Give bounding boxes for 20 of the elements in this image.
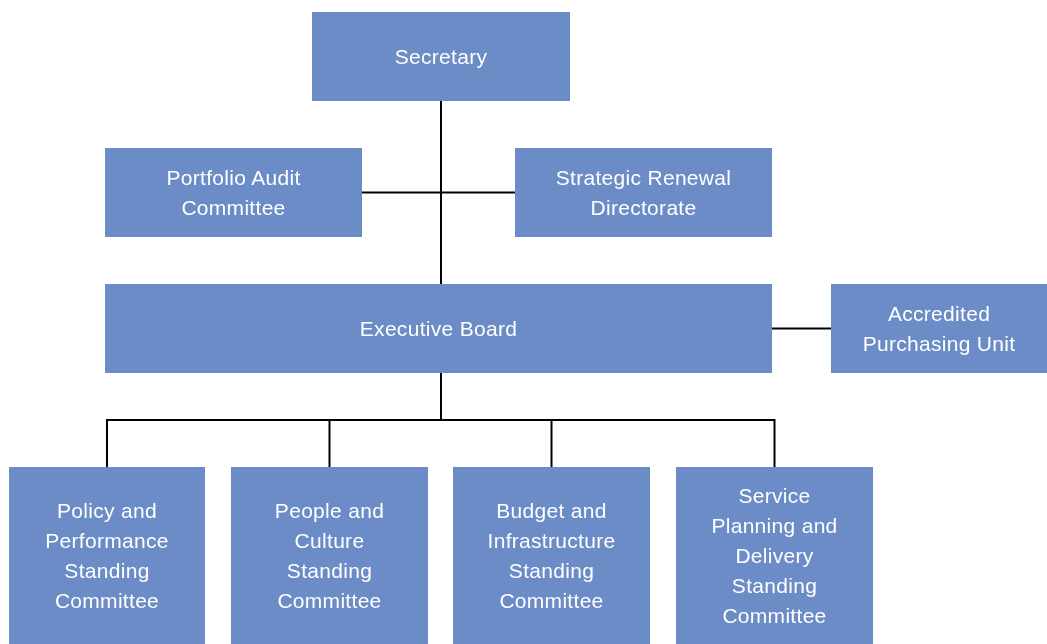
org-box: [105, 284, 772, 373]
org-box: [105, 148, 362, 237]
box-label: Strategic Renewal Directorate: [554, 164, 733, 221]
connector-line: [771, 327, 832, 330]
org-box: [515, 148, 772, 237]
org-box: [231, 467, 428, 644]
box-label: People and Culture Standing Committee: [273, 497, 386, 614]
box-label: Portfolio Audit Committee: [165, 164, 302, 221]
box-label: Accredited Purchasing Unit: [861, 300, 1017, 357]
box-label: Budget and Infrastructure Standing Committee: [486, 497, 617, 614]
org-box: [831, 284, 1047, 373]
org-box: [9, 467, 205, 644]
org-box: [453, 467, 650, 644]
box-label: Executive Board: [359, 315, 518, 342]
org-box: [312, 12, 570, 101]
org-box: [676, 467, 873, 644]
box-label: Service Planning and Delivery Standing Committee: [710, 482, 839, 629]
connector-line: [440, 100, 442, 285]
box-label: Secretary: [394, 43, 488, 70]
box-label: Policy and Performance Standing Committee: [44, 497, 170, 614]
